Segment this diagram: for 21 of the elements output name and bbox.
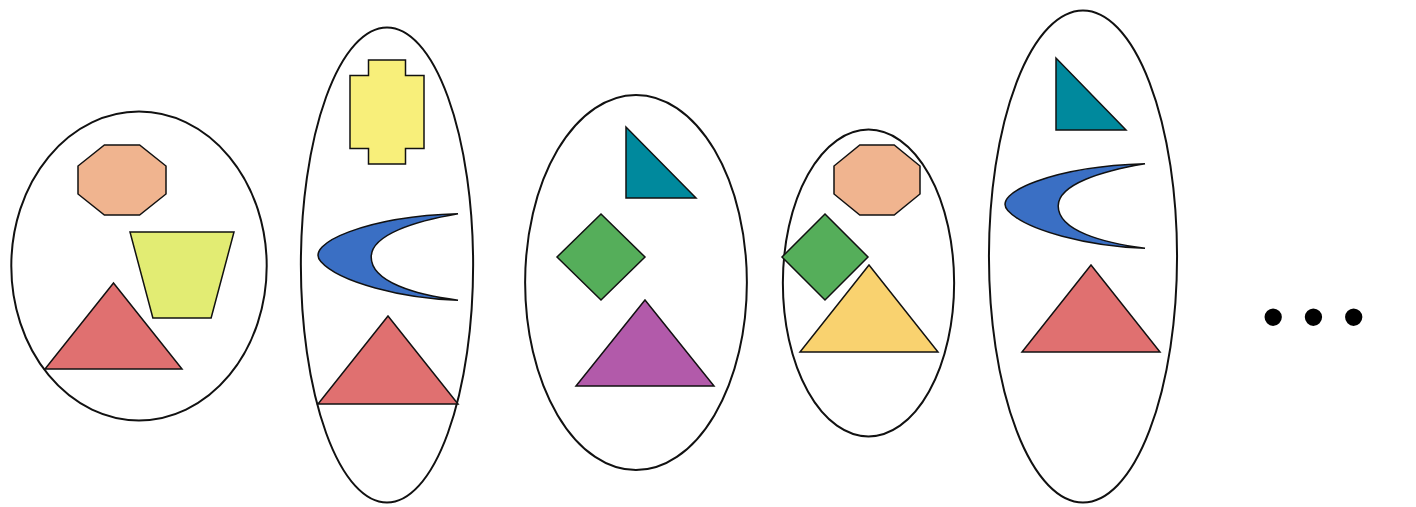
- diamond: [782, 214, 868, 300]
- oval-outline: [782, 128, 955, 438]
- triangle: [1022, 265, 1160, 352]
- octagon: [78, 145, 166, 215]
- triangle: [800, 265, 938, 352]
- right-triangle: [626, 127, 696, 198]
- triangle: [576, 300, 714, 386]
- ellipsis-mark: • • •: [1262, 285, 1365, 349]
- crescent: [318, 212, 458, 302]
- crescent: [1005, 162, 1145, 250]
- octagon: [834, 145, 920, 215]
- oval-outline: [10, 110, 268, 422]
- right-triangle: [1056, 58, 1126, 130]
- cross-shape: [350, 60, 424, 164]
- triangle: [318, 316, 458, 404]
- trapezoid: [130, 232, 234, 318]
- triangle: [45, 283, 182, 369]
- oval-outline: [300, 25, 474, 505]
- oval-outline: [524, 93, 748, 472]
- oval-outline: [988, 8, 1178, 505]
- diamond: [557, 214, 645, 300]
